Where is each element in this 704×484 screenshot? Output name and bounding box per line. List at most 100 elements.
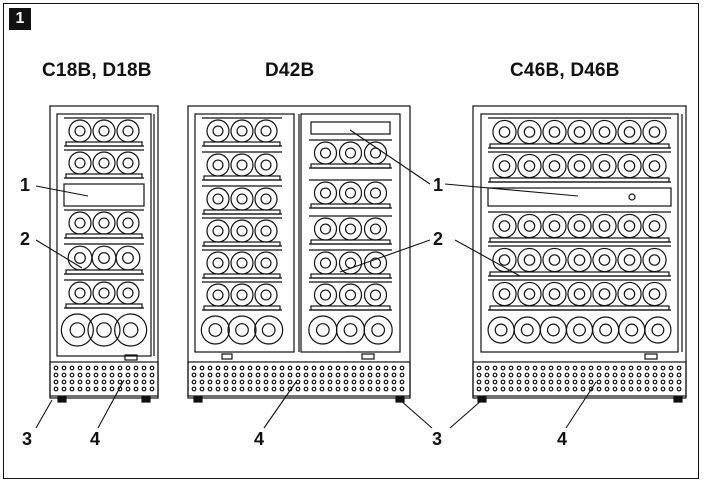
bottle-end (642, 153, 667, 179)
vent-hole (351, 372, 357, 378)
model-label-narrow: C18B, D18B (42, 60, 152, 81)
vent-hole (524, 379, 530, 385)
bottle-end (542, 247, 567, 273)
bottle-end (68, 151, 92, 175)
vent-hole (359, 365, 365, 371)
vent-hole (652, 386, 658, 392)
vent-hole (327, 379, 333, 385)
vent-hole (343, 372, 349, 378)
bottle-punt (648, 220, 661, 232)
leader-1-right-a (349, 129, 431, 185)
bottle-end (116, 211, 140, 235)
vent-hole (644, 386, 650, 392)
vent-hole (660, 365, 666, 371)
bottle-punt (651, 323, 665, 337)
vent-hole (279, 365, 285, 371)
bottle-end (567, 213, 592, 239)
callout-1-right: 1 (433, 175, 444, 195)
bottle-punt (208, 323, 223, 337)
vent-hole (191, 372, 197, 378)
bottle-punt (548, 126, 561, 138)
vent-hole (500, 372, 506, 378)
bottle-punt (69, 322, 86, 338)
vent-hole (367, 365, 373, 371)
vent-hole (343, 365, 349, 371)
vent-hole (335, 379, 341, 385)
lock (644, 353, 658, 360)
vent-hole (556, 365, 562, 371)
bottle-end (642, 213, 667, 239)
vent-hole (239, 386, 245, 392)
vent-hole (335, 365, 341, 371)
figure-frame (3, 3, 699, 479)
bottle-punt (96, 322, 112, 338)
vent-hole (141, 386, 147, 392)
callout-1-left: 1 (20, 175, 31, 195)
bottle-end (617, 153, 642, 179)
vent-hole (588, 379, 594, 385)
bottle-end (92, 151, 116, 175)
vent-hole (484, 386, 490, 392)
leader-4-right (565, 381, 597, 429)
vent-hole (596, 372, 602, 378)
vent-hole (588, 365, 594, 371)
vent-hole (375, 372, 381, 378)
vent-hole (215, 386, 221, 392)
bottle-punt (319, 187, 332, 199)
bottle-end (206, 187, 230, 211)
bottle-end (87, 313, 121, 347)
bottle-end (492, 119, 517, 145)
vent-hole (93, 386, 99, 392)
leader-2-right-b (454, 239, 521, 277)
bottle-punt (494, 323, 508, 337)
vent-hole (215, 379, 221, 385)
kick-plate (49, 361, 159, 397)
vent-hole (215, 365, 221, 371)
vent-hole (109, 386, 115, 392)
bottle-punt (498, 288, 511, 300)
vent-hole (343, 386, 349, 392)
vent-hole (383, 379, 389, 385)
vent-hole (492, 372, 498, 378)
vent-hole (247, 379, 253, 385)
bottle-end (517, 153, 542, 179)
vent-hole (484, 379, 490, 385)
bottle-end (206, 251, 230, 275)
vent-hole (540, 372, 546, 378)
bottle-punt (369, 223, 382, 235)
bottle-end (542, 213, 567, 239)
vent-hole (133, 379, 139, 385)
vent-hole (596, 365, 602, 371)
leader-3-left (35, 399, 53, 429)
bottle-punt (573, 288, 586, 300)
vent-hole (271, 386, 277, 392)
bottle-punt (319, 289, 332, 301)
vent-hole (77, 379, 83, 385)
vent-hole (367, 386, 373, 392)
vent-hole (383, 386, 389, 392)
bottle-punt (74, 252, 86, 264)
vent-hole (612, 379, 618, 385)
bottle-punt (212, 125, 224, 137)
bottle-punt (344, 187, 357, 199)
vent-hole (668, 386, 674, 392)
vent-hole (564, 365, 570, 371)
cabinet-outline (472, 105, 687, 399)
vent-hole (109, 372, 115, 378)
vent-hole (516, 372, 522, 378)
kick-plate (472, 361, 687, 397)
vent-hole (101, 372, 107, 378)
bottle-end (254, 219, 278, 243)
vent-hole (668, 372, 674, 378)
vent-hole (540, 386, 546, 392)
callout-4-left: 4 (90, 429, 101, 449)
bottle-punt (573, 160, 586, 172)
bottle-punt (548, 288, 561, 300)
bottle-punt (523, 254, 536, 266)
vent-hole (676, 365, 682, 371)
leader-3-right-a (399, 399, 433, 429)
bottle-end (313, 141, 338, 165)
vent-hole (85, 365, 91, 371)
bottle-punt (573, 323, 586, 337)
bottle-punt (371, 323, 386, 337)
